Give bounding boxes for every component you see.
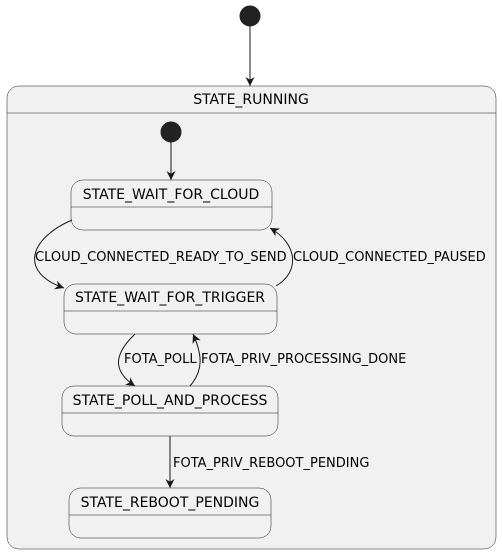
initial-node-inner — [160, 121, 182, 143]
label-cloud-connected-ready-to-send: CLOUD_CONNECTED_READY_TO_SEND — [35, 250, 287, 265]
label-fota-priv-processing-done: FOTA_PRIV_PROCESSING_DONE — [201, 352, 406, 367]
state-poll-and-process-label: STATE_POLL_AND_PROCESS — [73, 393, 268, 409]
state-wait-for-trigger-label: STATE_WAIT_FOR_TRIGGER — [75, 290, 265, 306]
initial-node-outer — [239, 5, 261, 27]
edge-cloud-connected-paused — [269, 227, 293, 287]
state-reboot-pending-label: STATE_REBOOT_PENDING — [81, 495, 260, 511]
state-wait-for-cloud[interactable]: STATE_WAIT_FOR_CLOUD — [70, 179, 273, 231]
edge-fota-priv-processing-done — [189, 333, 201, 387]
label-fota-poll: FOTA_POLL — [124, 352, 197, 367]
state-reboot-pending[interactable]: STATE_REBOOT_PENDING — [68, 487, 272, 539]
composite-state-title: STATE_RUNNING — [193, 92, 309, 108]
edge-cloud-connected-ready-to-send — [34, 219, 73, 290]
label-fota-priv-reboot-pending: FOTA_PRIV_REBOOT_PENDING — [173, 456, 369, 471]
state-wait-for-cloud-label: STATE_WAIT_FOR_CLOUD — [83, 187, 260, 203]
state-wait-for-trigger[interactable]: STATE_WAIT_FOR_TRIGGER — [63, 283, 278, 335]
state-poll-and-process[interactable]: STATE_POLL_AND_PROCESS — [61, 385, 279, 437]
edge-fota-poll — [118, 333, 136, 387]
label-cloud-connected-paused: CLOUD_CONNECTED_PAUSED — [293, 250, 486, 265]
